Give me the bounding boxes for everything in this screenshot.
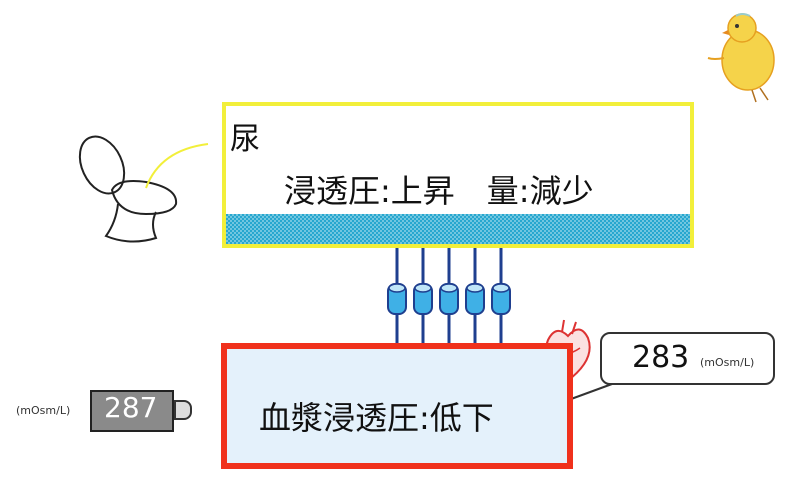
urine-title: 尿: [230, 122, 260, 157]
toilet-illustration: [78, 135, 209, 243]
plasma-box: 血漿浸透圧:低下: [221, 343, 573, 469]
osmolality-callout: 283 (mOsm/L): [600, 332, 775, 385]
osmometer: [90, 390, 174, 432]
urine-properties: 浸透圧:上昇量:減少: [284, 166, 594, 212]
chick-illustration: [707, 13, 775, 103]
water-channels: +++++: [386, 222, 512, 372]
plasma-osmolality-label: 血漿浸透圧:低下: [259, 399, 494, 437]
collecting-duct-membrane: [226, 214, 690, 244]
urine-osmolality-label: 浸透圧:上昇: [284, 172, 455, 210]
callout-unit: (mOsm/L): [700, 356, 755, 369]
callout-value: 283: [632, 340, 690, 375]
urine-box: 尿 浸透圧:上昇量:減少: [222, 102, 694, 248]
meter-unit: (mOsm/L): [16, 404, 71, 417]
osmometer-probe: [174, 400, 192, 420]
meter-value: 287: [104, 391, 158, 424]
urine-volume-label: 量:減少: [486, 172, 594, 210]
